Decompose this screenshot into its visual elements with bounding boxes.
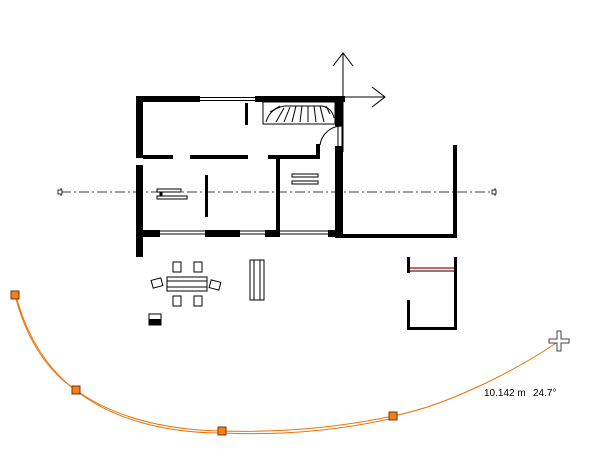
door-swing[interactable] xyxy=(319,125,343,146)
outdoor-dining-set[interactable] xyxy=(150,261,222,307)
square-control-point-icon[interactable] xyxy=(217,426,227,436)
outdoor-bench[interactable] xyxy=(249,259,265,301)
square-control-point-icon[interactable] xyxy=(71,385,81,395)
building-walls[interactable] xyxy=(136,96,345,257)
square-control-point-icon[interactable] xyxy=(388,411,398,421)
measurement-length: 10.142 m xyxy=(484,388,526,399)
grill[interactable] xyxy=(148,313,162,326)
crosshair-cursor-icon xyxy=(548,330,570,352)
square-control-point-icon[interactable] xyxy=(10,290,20,300)
shed[interactable] xyxy=(407,257,457,330)
spline-curve[interactable] xyxy=(14,294,560,435)
staircase[interactable] xyxy=(262,101,336,125)
interior-furniture[interactable] xyxy=(156,173,319,200)
terrace-walls[interactable] xyxy=(343,145,457,238)
bottom-windows[interactable] xyxy=(160,230,328,235)
measurement-angle: 24.7° xyxy=(533,388,556,399)
spline-handles[interactable] xyxy=(10,290,398,436)
